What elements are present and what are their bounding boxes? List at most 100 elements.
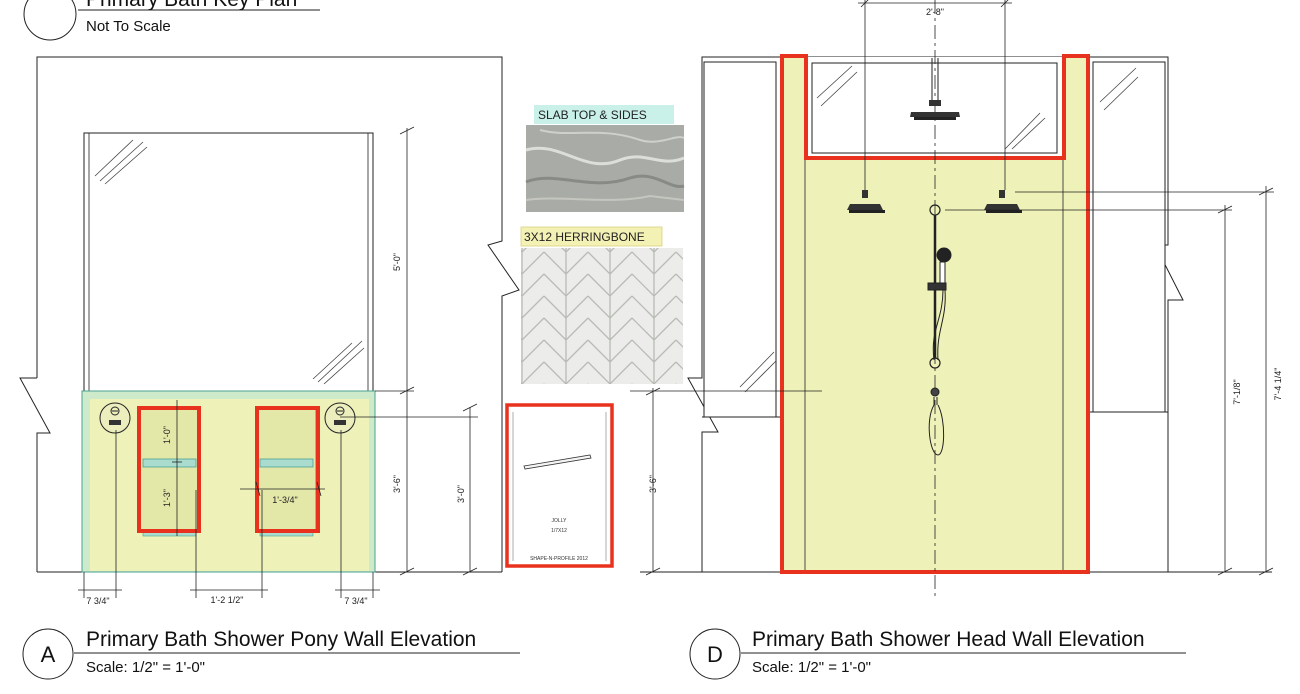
herringbone-tile-edge <box>675 317 683 326</box>
herringbone-tile-edge <box>609 248 615 253</box>
elevation-a-wall-outline <box>36 56 520 572</box>
elevation-d-title: Primary Bath Shower Head Wall Elevation <box>752 628 1145 651</box>
dim-height-niche: 3'-0" <box>456 485 466 503</box>
herringbone-tile-edge <box>698 428 720 450</box>
key-plan-header: Primary Bath Key Plan Not To Scale <box>23 0 320 41</box>
elevation-d-drawing: 2'-8" 3'-6" 7'-1/8" 7'-4 1/4" <box>630 0 1283 600</box>
herringbone-tile-edge <box>543 383 544 384</box>
material-slab: SLAB TOP & SIDES <box>525 105 685 212</box>
shower-window-reflection-icon <box>816 65 1046 150</box>
wall-shower-head-right-icon <box>984 190 1022 213</box>
herringbone-tile-edge <box>609 361 633 384</box>
niche-left-shelf <box>142 458 197 468</box>
herringbone-tile-edge <box>675 273 683 282</box>
herringbone-tile-edge <box>521 272 523 275</box>
herringbone-tile-edge <box>521 273 545 297</box>
herringbone-label-tag <box>520 226 663 247</box>
key-plan-title: Primary Bath Key Plan <box>86 0 297 11</box>
herringbone-tile-edge <box>675 339 683 348</box>
herringbone-tile-edge <box>649 248 655 253</box>
herringbone-tile-edge <box>676 428 698 450</box>
herringbone-tile-edge <box>500 384 522 406</box>
herringbone-label: 3X12 HERRINGBONE <box>524 230 645 244</box>
trim-profile-icon <box>523 454 592 470</box>
herringbone-tile-edge <box>565 251 589 275</box>
valve-left-icon <box>99 402 131 434</box>
dim-right-offset: 7 3/4" <box>344 596 367 606</box>
herringbone-tile-edge <box>631 273 655 297</box>
herringbone-tile-edge <box>631 317 655 341</box>
herringbone-tile-edge <box>521 248 527 253</box>
herringbone-tile-edge <box>631 383 632 384</box>
herringbone-tile-edge <box>631 251 655 275</box>
slab-vein-3 <box>539 129 685 143</box>
herringbone-tile-edge <box>521 316 523 319</box>
herringbone-tile-edge <box>521 250 523 253</box>
herringbone-tile-edge <box>653 251 677 275</box>
herringbone-tile-edge <box>521 361 545 384</box>
elevation-a-bubble-letter: A <box>41 642 56 667</box>
herringbone-tile-edge <box>676 406 698 428</box>
herringbone-tile-edge <box>676 383 677 384</box>
elevation-d-bubble <box>689 628 741 680</box>
herringbone-tile-edge <box>587 317 611 341</box>
herringbone-tile-edge <box>653 273 677 297</box>
herringbone-tile-edge <box>588 383 589 384</box>
herringbone-tile-edge <box>675 251 683 260</box>
key-plan-bubble <box>23 0 77 41</box>
herringbone-tile-edge <box>543 273 567 297</box>
herringbone-tile-edge <box>521 360 523 363</box>
trim-card-footer: SHAPE-N-PROFILE 2012 <box>530 556 588 562</box>
elevation-d-bubble-letter: D <box>707 642 723 667</box>
herringbone-tile-edge <box>543 251 567 275</box>
dim-top-width: 2'-8" <box>926 7 944 17</box>
dim-height-upper: 5'-0" <box>392 253 402 271</box>
herringbone-tile-edge <box>543 361 567 384</box>
side-window-left <box>703 61 777 418</box>
niche-right-shelf <box>259 458 314 468</box>
side-window-reflection-icon <box>739 67 1139 393</box>
herringbone-tile-edge <box>565 339 589 363</box>
material-herringbone: 3X12 HERRINGBONE <box>500 226 720 450</box>
slab-vein-1 <box>525 146 685 166</box>
elevation-a-wall-break-left <box>19 377 51 572</box>
elevation-a-title: Primary Bath Shower Pony Wall Elevation <box>86 628 476 651</box>
herringbone-tile-edge <box>654 428 676 450</box>
herringbone-tile-edge <box>675 383 676 384</box>
herringbone-tile-edge <box>653 248 659 253</box>
hand-shower-hose-icon <box>928 387 945 456</box>
herringbone-tile-edge <box>543 295 567 319</box>
herringbone-tile-edge <box>653 317 677 341</box>
herringbone-tile-edge <box>609 273 633 297</box>
herringbone-tile-edge <box>587 251 611 275</box>
dim-head-height-2: 7'-4 1/4" <box>1273 368 1283 401</box>
slab-label: SLAB TOP & SIDES <box>538 108 647 122</box>
herringbone-tile-edge <box>543 317 567 341</box>
herringbone-tile-edge <box>565 248 571 253</box>
herringbone-tile-edge <box>521 251 545 275</box>
herringbone-tile-edge <box>587 383 588 384</box>
dim-wall-height: 3'-6" <box>648 475 658 493</box>
elevation-a-bubble <box>22 628 74 680</box>
elevation-d-title-block: D Primary Bath Shower Head Wall Elevatio… <box>689 628 1186 680</box>
rain-shower-head-icon <box>910 58 960 120</box>
herringbone-tile-edge <box>631 339 655 363</box>
dim-left-offset: 7 3/4" <box>86 596 109 606</box>
herringbone-tile-edge <box>632 383 633 384</box>
slab-label-tag <box>534 105 674 124</box>
shower-wall-highlight <box>780 54 1090 574</box>
side-window-right <box>1092 61 1166 413</box>
herringbone-tile-edge <box>565 273 589 297</box>
trim-card-name: JOLLY <box>552 518 568 524</box>
key-plan-subtitle: Not To Scale <box>86 18 171 35</box>
herringbone-tile-edge <box>565 295 589 319</box>
herringbone-tile-edge <box>521 338 523 341</box>
dim-center-gap: 1'-2 1/2" <box>211 595 244 605</box>
wall-shower-head-left-icon <box>847 190 885 213</box>
herringbone-tile-edge <box>561 248 567 253</box>
dim-height-wall: 3'-6" <box>392 475 402 493</box>
herringbone-tile-edge <box>654 406 676 428</box>
herringbone-tile-edge <box>675 295 683 304</box>
slab-vein-4 <box>525 194 685 201</box>
herringbone-tile-edge <box>521 295 545 319</box>
